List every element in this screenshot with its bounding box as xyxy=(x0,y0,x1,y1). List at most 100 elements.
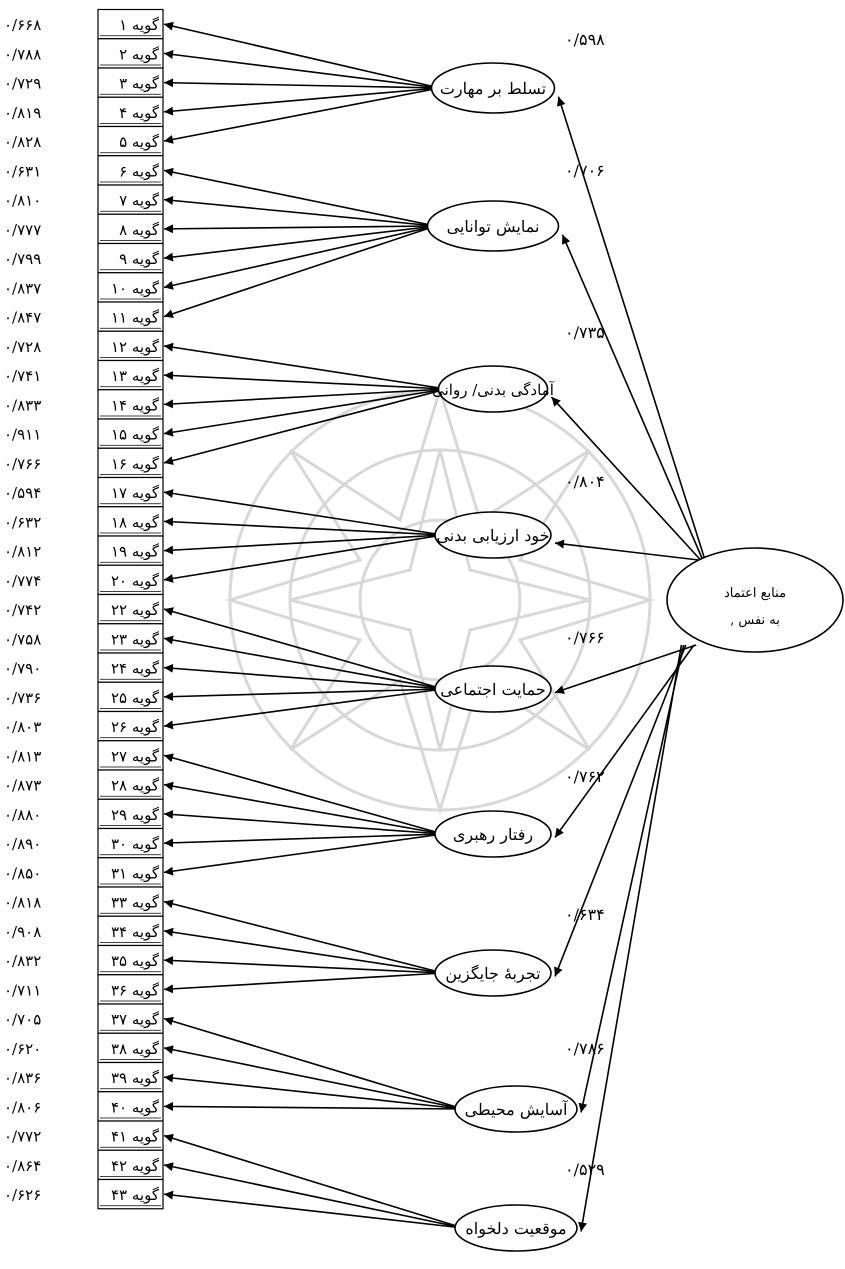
item-loading: ۰/۶۳۱ xyxy=(4,162,41,180)
item-loading: ۰/۷۲۹ xyxy=(4,75,41,93)
item-loading: ۰/۷۷۴ xyxy=(4,572,41,590)
item-row: گویه ۱۵۰/۹۱۱ xyxy=(4,418,164,449)
item-box xyxy=(97,857,164,888)
item-row: گویه ۱۹۰/۸۱۲ xyxy=(4,535,164,566)
item-loading: ۰/۸۶۴ xyxy=(4,1157,41,1175)
item-label: گویه ۳۴ xyxy=(111,923,160,941)
item-loading: ۰/۶۶۸ xyxy=(4,16,41,34)
loading-arrow xyxy=(163,833,444,848)
loading-arrow xyxy=(163,388,447,437)
item-row: گویه ۱۶۰/۷۶۶ xyxy=(4,447,164,479)
factor-node: تجربهٔ جایگزین xyxy=(434,949,552,997)
item-row: گویه ۱۷۰/۵۹۴ xyxy=(4,476,164,508)
item-loading: ۰/۸۷۳ xyxy=(4,777,41,795)
edges-layer xyxy=(163,21,706,1232)
item-label: گویه ۲۸ xyxy=(111,777,160,795)
loading-arrow xyxy=(163,663,444,690)
item-row: گویه ۳۶۰/۷۱۱ xyxy=(4,974,164,1005)
item-row: گویه ۴۱۰/۷۷۲ xyxy=(4,1120,164,1151)
item-box xyxy=(97,330,164,362)
root-construct: منابع اعتماد به نفس , xyxy=(666,547,844,653)
item-loading: ۰/۸۵۰ xyxy=(4,864,41,882)
loading-arrow xyxy=(163,87,440,116)
item-box xyxy=(97,242,164,274)
item-loading: ۰/۷۳۶ xyxy=(4,689,41,707)
item-box xyxy=(97,769,164,800)
factor-ellipse xyxy=(434,665,552,713)
factor-node: آمادگی بدنی/ روانی xyxy=(432,365,555,413)
structural-path-arrow xyxy=(554,644,695,838)
item-loading: ۰/۸۳۶ xyxy=(4,1069,41,1087)
factor-label: موقعیت دلخواه xyxy=(465,1219,566,1238)
item-loading: ۰/۵۹۴ xyxy=(4,484,41,502)
loading-arrow xyxy=(163,21,440,89)
item-loading: ۰/۸۱۲ xyxy=(4,543,41,561)
item-label: گویه ۱۵ xyxy=(111,426,160,444)
item-label: گویه ۲۵ xyxy=(111,689,160,707)
item-label: گویه ۲ xyxy=(119,45,160,63)
loading-arrow xyxy=(163,167,436,227)
factor-node: آسایش محیطی xyxy=(454,1085,578,1133)
loading-arrow xyxy=(163,371,447,390)
item-row: گویه ۲۸ ۰/۸۷۳ xyxy=(4,769,164,800)
loading-arrow xyxy=(163,688,444,702)
loading-arrow xyxy=(163,1190,464,1229)
loading-arrow xyxy=(163,196,436,227)
item-label: گویه ۱ xyxy=(119,16,160,34)
item-row: گویه ۱۸۰/۶۳۲ xyxy=(4,506,164,537)
item-label: گویه ۲۳ xyxy=(111,630,160,648)
item-box xyxy=(97,827,164,859)
item-label: گویه ۴۰ xyxy=(111,1098,160,1116)
item-row: گویه ۱۲۰/۷۲۸ xyxy=(4,330,164,362)
watermark-logo xyxy=(224,384,656,816)
item-row: گویه ۴۳۰/۶۲۶ xyxy=(4,1178,164,1210)
root-label-line1: منابع اعتماد xyxy=(724,586,786,601)
item-box xyxy=(97,593,164,625)
factor-node: نمایش توانایی xyxy=(426,200,560,252)
item-label: گویه ۷ xyxy=(119,192,160,210)
path-coefficient: ۰/۷۸۶ xyxy=(565,1039,605,1058)
loading-arrow xyxy=(163,224,436,234)
factor-ellipse xyxy=(454,1085,578,1133)
loading-arrow xyxy=(163,225,436,290)
item-row: گویه ۳۱۰/۸۵۰ xyxy=(4,857,164,888)
item-loading: ۰/۷۲۸ xyxy=(4,338,41,356)
loading-arrow xyxy=(163,534,444,583)
item-label: گویه ۲۷ xyxy=(111,747,160,765)
item-loading: ۰/۷۷۷ xyxy=(4,221,41,239)
item-label: گویه ۳۹ xyxy=(111,1069,160,1087)
item-row: گویه ۲۴۰/۷۹۰ xyxy=(4,652,164,683)
item-loading: ۰/۷۷۲ xyxy=(4,1128,41,1146)
path-coefficient: ۰/۷۶۲ xyxy=(565,767,605,786)
item-loading: ۰/۸۲۸ xyxy=(4,133,41,151)
factor-ellipse xyxy=(437,365,549,413)
item-loading: ۰/۸۱۹ xyxy=(4,104,41,122)
factor-label: تجربهٔ جایگزین xyxy=(445,964,540,983)
item-row: گویه ۱۴۰/۸۳۳ xyxy=(4,389,164,420)
item-row: گویه ۵۰/۸۲۸ xyxy=(4,125,164,157)
item-loading: ۰/۸۸۰ xyxy=(4,806,41,824)
factor-ellipse xyxy=(434,949,552,997)
item-label: گویه ۳۸ xyxy=(111,1040,160,1058)
loading-arrow xyxy=(163,50,440,89)
loading-arrow xyxy=(163,534,444,555)
factor-label: آسایش محیطی xyxy=(465,1099,569,1119)
root-ellipse xyxy=(666,547,844,653)
item-box xyxy=(97,8,164,40)
item-row: گویه ۲۹۰/۸۸۰ xyxy=(4,798,164,830)
item-box xyxy=(97,564,164,596)
item-row: گویه ۴۰/۸۱۹ xyxy=(4,96,164,128)
path-coefficient: ۰/۵۹۸ xyxy=(565,30,605,49)
item-label: گویه ۴۳ xyxy=(111,1186,160,1204)
item-loading: ۰/۸۰۶ xyxy=(4,1098,41,1116)
item-loading: ۰/۷۴۲ xyxy=(4,601,41,619)
item-row: گویه ۴۲۰/۸۶۴ xyxy=(4,1149,164,1181)
loading-arrow xyxy=(163,388,447,409)
item-label: گویه ۳ xyxy=(119,75,160,93)
item-row: گویه ۴۰ ۰/۸۰۶ xyxy=(4,1091,164,1122)
item-label: گویه ۱۶ xyxy=(111,455,160,473)
item-loading: ۰/۷۵۸ xyxy=(4,630,41,648)
factor-label: رفتار رهبری xyxy=(453,825,533,844)
item-label: گویه ۱۳ xyxy=(111,367,160,385)
